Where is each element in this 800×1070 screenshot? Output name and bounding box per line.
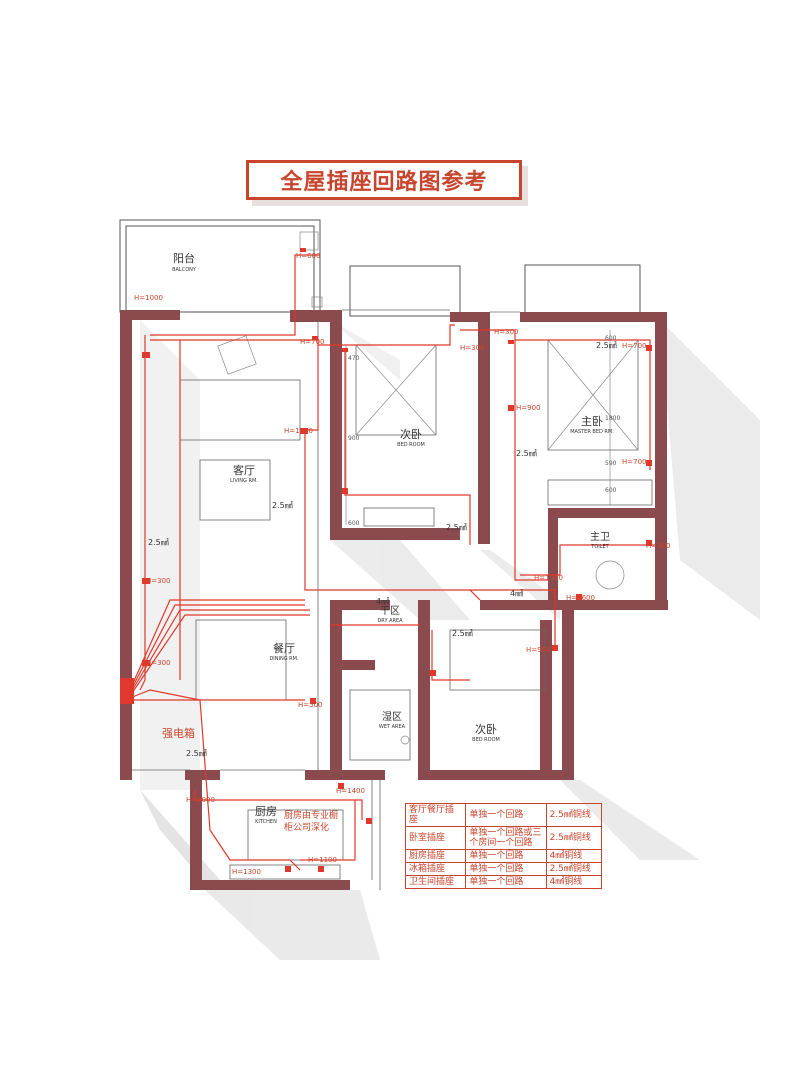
height-label: H=300	[646, 542, 671, 550]
height-label: H=500	[298, 701, 323, 709]
dimension-label: 600	[605, 335, 617, 342]
panel-label: 强电箱	[162, 726, 195, 740]
height-labels: H=600 H=700 H=300 H=1000 H=900 H=700 H=7…	[134, 252, 671, 876]
kitchen-note-line2: 柜公司深化	[284, 821, 329, 833]
room-living-en: LIVING RM.	[230, 478, 258, 484]
height-label: H=1400	[336, 787, 365, 795]
height-label: H=600	[296, 252, 321, 260]
height-label: H=1600	[566, 594, 595, 602]
room-master-cn: 主卧	[581, 415, 603, 428]
height-label: H=300	[460, 344, 485, 352]
wire-label: 4㎟	[510, 589, 523, 598]
room-wet-cn: 湿区	[382, 711, 402, 723]
wire-label: 2.5㎟	[272, 501, 293, 510]
wire-label: 2.5㎟	[516, 449, 537, 458]
electrical-panel	[120, 678, 134, 704]
height-label: H=700	[622, 342, 647, 350]
drop-shadows	[140, 320, 760, 960]
room-bedroom3-en: BED ROOM	[472, 737, 500, 743]
room-toilet-cn: 主卫	[590, 531, 610, 543]
wire-label: 2.5㎟	[452, 629, 473, 638]
dimension-label: 470	[348, 355, 360, 362]
room-dry-en: DRY AREA	[377, 618, 403, 624]
legend-cell-type: 厨房插座	[404, 849, 467, 863]
legend-cell-type: 卧室插座	[404, 826, 467, 850]
legend-cell-circuit: 单独一个回路	[465, 803, 547, 827]
height-label: H=300	[146, 577, 171, 585]
room-dining-en: DINING RM.	[269, 656, 299, 662]
height-label: H=1000	[284, 427, 313, 435]
dimension-labels: 600 1800 590 600 470 900 600	[348, 335, 620, 527]
room-balcony-en: BALCONY	[172, 267, 197, 273]
legend-cell-wire: 2.5㎟铜线	[545, 826, 603, 850]
kitchen-note-line1: 厨房由专业橱	[284, 809, 338, 821]
room-labels: 阳台 BALCONY 客厅 LIVING RM. 餐厅 DINING RM. 次…	[172, 251, 614, 825]
room-bedroom3-cn: 次卧	[475, 722, 497, 736]
height-label: H=700	[622, 458, 647, 466]
legend-cell-type: 卫生间插座	[404, 875, 467, 889]
legend-cell-wire: 2.5㎟铜线	[545, 803, 603, 827]
room-wet-en: WET AREA	[379, 724, 406, 730]
room-living-cn: 客厅	[233, 463, 255, 477]
room-master-en: MASTER BED RM.	[570, 429, 614, 435]
height-label: H=700	[300, 338, 325, 346]
wire-label: 2.5㎟	[596, 341, 617, 350]
legend-cell-type: 客厅餐厅插座	[404, 803, 467, 827]
wire-label: 2.5㎟	[148, 538, 169, 547]
room-kitchen-en: KITCHEN	[255, 819, 277, 825]
kitchen-note: 厨房由专业橱 柜公司深化	[284, 809, 338, 833]
height-label: H=300	[494, 328, 519, 336]
page-title: 全屋插座回路图参考	[280, 170, 488, 195]
room-bedroom2-en: BED ROOM	[397, 442, 425, 448]
legend-cell-circuit: 单独一个回路	[465, 849, 547, 863]
height-label: H=1300	[232, 868, 261, 876]
dimension-label: 600	[605, 487, 617, 494]
height-label: H=300	[146, 659, 171, 667]
legend-cell-circuit: 单独一个回路或三个房间一个回路	[465, 826, 547, 850]
legend-cell-wire: 2.5㎟铜线	[545, 862, 603, 876]
height-label: H=1000	[134, 294, 163, 302]
room-toilet-en: TOILET	[590, 544, 609, 550]
room-bedroom2-cn: 次卧	[400, 427, 422, 441]
room-kitchen-cn: 厨房	[255, 805, 277, 818]
room-balcony-cn: 阳台	[173, 251, 195, 265]
wire-labels: 2.5㎟ 2.5㎟ 2.5㎟ 2.5㎟ 2.5㎟ 2.5㎟ 4㎟ 4㎟ 2.5㎟	[148, 341, 617, 758]
height-label: H=2000	[186, 796, 215, 804]
furniture	[217, 231, 639, 745]
title-box: 全屋插座回路图参考	[246, 160, 522, 200]
height-label: H=1300	[534, 574, 563, 582]
dimension-label: 1800	[605, 415, 620, 422]
balcony-outline	[119, 219, 641, 317]
legend-cell-type: 冰箱插座	[404, 862, 467, 876]
socket-markers	[142, 248, 652, 872]
wire-label: 2.5㎟	[186, 749, 207, 758]
legend-cell-wire: 4㎟铜线	[545, 875, 603, 889]
room-dry-cn: 干区	[380, 605, 400, 617]
dimension-label: 600	[348, 520, 360, 527]
height-label: H=1100	[308, 856, 337, 864]
wire-label: 4㎟	[376, 597, 389, 606]
dimension-label: 590	[605, 460, 617, 467]
height-label: H=900	[526, 646, 551, 654]
height-label: H=900	[516, 404, 541, 412]
walls	[120, 310, 668, 890]
dimension-label: 900	[348, 435, 360, 442]
room-dining-cn: 餐厅	[273, 641, 295, 655]
legend-cell-wire: 4㎟铜线	[545, 849, 603, 863]
wire-label: 2.5㎟	[446, 523, 467, 532]
legend-cell-circuit: 单独一个回路	[465, 862, 547, 876]
legend-cell-circuit: 单独一个回路	[465, 875, 547, 889]
